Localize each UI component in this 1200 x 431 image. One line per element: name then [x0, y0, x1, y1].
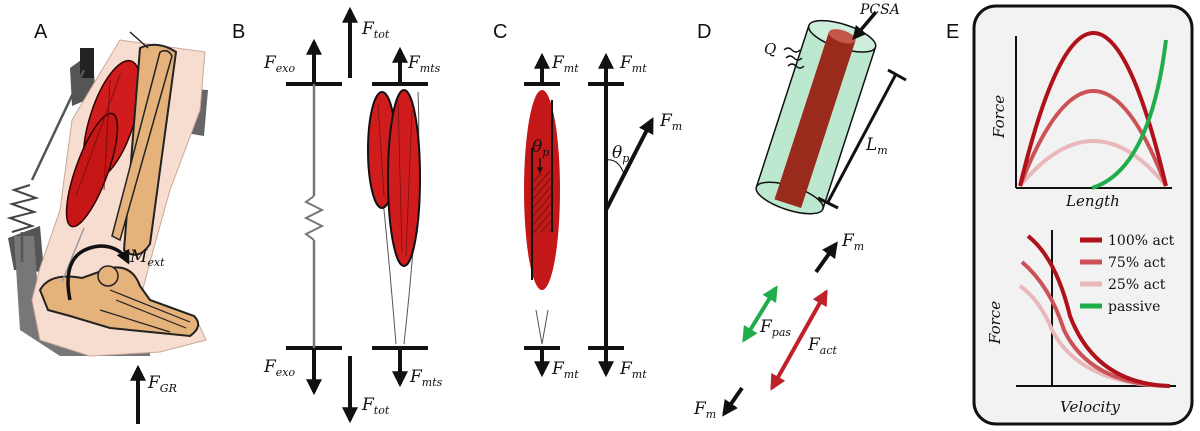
fl-curve-25 [1018, 139, 1168, 188]
length-label: Lm [865, 135, 888, 157]
f-exo-bottom-label: Fexo [263, 357, 296, 379]
f-mts-bottom-label: Fmts [409, 367, 443, 389]
force-velocity-plot: Force Velocity [986, 230, 1176, 416]
d-f-m-top-label: Fm [841, 231, 864, 253]
fv-xlabel: Velocity [1060, 398, 1120, 416]
fl-ylabel: Force [990, 95, 1008, 139]
fv-curve-75 [1020, 260, 1169, 388]
length-bracket [817, 68, 907, 210]
fv-curve-100 [1026, 234, 1171, 388]
moment-label: Mext [129, 247, 165, 269]
d-f-m-bottom-arrow [722, 386, 744, 417]
fl-xlabel: Length [1065, 192, 1120, 210]
heat-label: Q [764, 40, 776, 58]
c-f-mt-bottom-left: Fmt [551, 359, 579, 381]
muscle-tendon-unit-b [367, 89, 421, 345]
panel-letter-c: C [493, 21, 507, 43]
foot-bones [38, 265, 200, 338]
pennate-muscle [524, 90, 560, 345]
c-theta-right: θp [612, 143, 629, 165]
panel-b: B Ftot Fexo Fmts Fexo Fmts F [232, 6, 443, 424]
fv-ylabel: Force [986, 301, 1004, 345]
panel-letter-d: D [697, 21, 711, 43]
fl-curve-passive [1091, 39, 1168, 190]
fl-curve-100 [1018, 31, 1168, 187]
exo-spring-b [303, 195, 325, 241]
legend-label-75: 75% act [1108, 255, 1166, 271]
c-f-mt-bottom-right: Fmt [619, 359, 647, 381]
fl-curve-75 [1018, 89, 1168, 187]
legend-label-100: 100% act [1108, 233, 1175, 249]
force-length-plot: Force Length [990, 31, 1172, 210]
muscle-cylinder [755, 19, 877, 215]
legend: 100% act 75% act 25% act passive [1080, 233, 1175, 315]
shin-bones [111, 31, 178, 256]
achilles-tendon [61, 227, 85, 283]
c-f-mt-top-right: Fmt [619, 53, 647, 75]
pennation-angle-arc [605, 159, 625, 175]
pcsa-label: PCSA [859, 2, 900, 18]
f-act-arrow [770, 289, 828, 391]
panel-c: C Fmt Fmt θp θp Fm Fmt Fmt [493, 21, 682, 381]
c-theta-left: θp [532, 137, 549, 159]
heat-icon [783, 47, 805, 69]
legend-label-passive: passive [1108, 299, 1160, 315]
c-f-mt-top-left: Fmt [551, 53, 579, 75]
panel-d: D PCSA Q Lm Fm Fp [693, 2, 907, 421]
moment-arrow [66, 244, 130, 301]
panel-letter-a: A [34, 21, 48, 43]
f-mts-top-label: Fmts [407, 53, 441, 75]
exo-spring [6, 69, 86, 262]
panel-e-frame [972, 4, 1194, 426]
f-m-arrow [604, 117, 654, 211]
legend-label-25: 25% act [1108, 277, 1166, 293]
ground-force-label: FGR [147, 373, 177, 395]
d-f-m-top-arrow [814, 241, 838, 274]
f-tot-top-label: Ftot [361, 19, 390, 41]
c-f-m-label: Fm [659, 111, 682, 133]
panel-letter-e: E [946, 21, 959, 43]
pcsa-arrow [852, 10, 878, 41]
panel-letter-b: B [232, 21, 245, 43]
d-f-m-bottom-label: Fm [693, 399, 716, 421]
panel-e: E Force Length Force Velocity 100% act [946, 4, 1194, 426]
f-pas-label: Fpas [759, 317, 791, 339]
f-act-label: Fact [807, 335, 838, 357]
f-exo-top-label: Fexo [263, 53, 296, 75]
panel-a: A [6, 21, 208, 424]
f-tot-bottom-label: Ftot [361, 395, 390, 417]
